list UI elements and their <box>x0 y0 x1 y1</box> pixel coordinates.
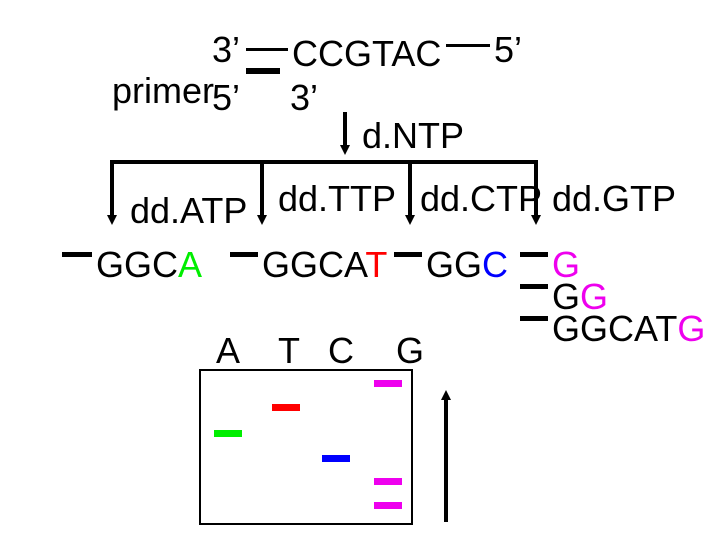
ddctp-label: dd.CTP <box>420 178 543 219</box>
primer-3prime: 3’ <box>290 77 319 118</box>
lane-label-g: G <box>396 330 425 371</box>
product-a: GGCA <box>96 247 202 283</box>
gel-band-g-top <box>374 380 402 387</box>
gel-band-c <box>322 455 350 462</box>
lane-label-a: A <box>216 330 241 371</box>
template-5prime: 5’ <box>494 29 523 70</box>
product-a-prefix: GGC <box>96 244 179 285</box>
product-c-terminal: C <box>482 244 509 285</box>
product-c: GGC <box>426 247 508 283</box>
product-g2-terminal: G <box>580 276 609 317</box>
product-g2: GG <box>552 279 608 315</box>
product-c-prefix: GG <box>426 244 483 285</box>
lane-label-t: T <box>278 330 300 371</box>
product-a-terminal: A <box>178 244 203 285</box>
lane-label-c: C <box>328 330 354 371</box>
template-right-strand <box>446 44 490 47</box>
gel-box <box>199 369 413 525</box>
template-left-strand <box>246 48 288 51</box>
product-g2-prefix: G <box>552 276 581 317</box>
product-g3-terminal: G <box>677 308 706 349</box>
primer-5prime: 5’ <box>212 77 241 118</box>
gel-band-a <box>214 430 242 437</box>
template-3prime: 3’ <box>212 29 241 70</box>
gel-band-t <box>272 404 300 411</box>
gel-band-g-mid <box>374 478 402 485</box>
ddgtp-label: dd.GTP <box>552 178 677 219</box>
primer-stub-g2 <box>520 284 548 289</box>
gel-band-g-bottom <box>374 502 402 509</box>
dntp-label: d.NTP <box>362 115 465 156</box>
product-g1: G <box>552 247 580 283</box>
primer-stub-a <box>62 252 92 257</box>
primer-stub-t <box>230 252 258 257</box>
product-t: GGCAT <box>262 247 387 283</box>
product-g1-terminal: G <box>552 244 581 285</box>
primer-strand <box>246 68 280 74</box>
primer-label: primer <box>112 70 215 111</box>
ddttp-label: dd.TTP <box>278 178 397 219</box>
product-t-terminal: T <box>365 244 388 285</box>
ddatp-label: dd.ATP <box>130 190 248 231</box>
template-sequence: CCGTAC <box>292 33 442 74</box>
primer-stub-g3 <box>520 316 548 321</box>
primer-stub-g1 <box>520 252 548 257</box>
product-g3: GGCATG <box>552 311 705 347</box>
product-g3-prefix: GGCAT <box>552 308 678 349</box>
product-t-prefix: GGCA <box>262 244 366 285</box>
primer-stub-c <box>394 252 422 257</box>
